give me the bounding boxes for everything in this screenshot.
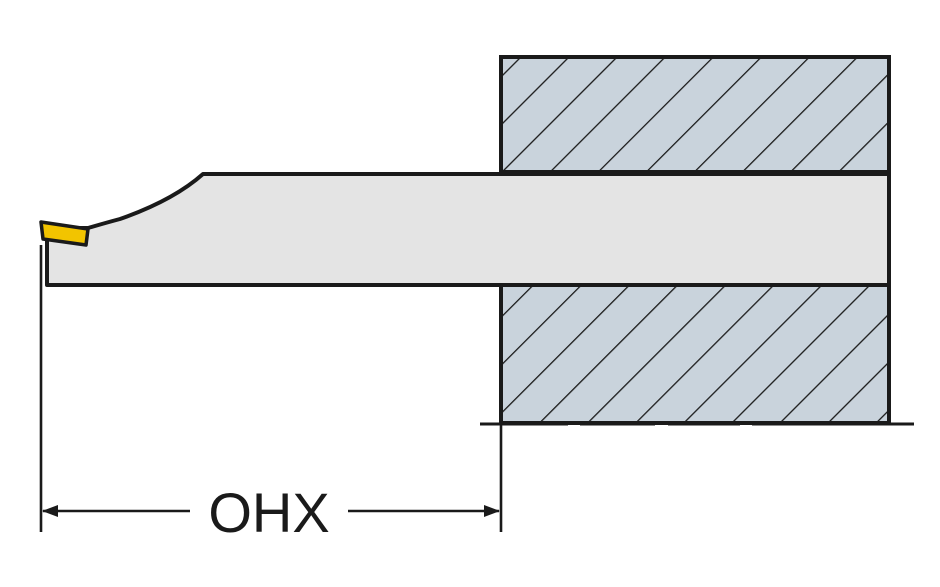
boring-bar <box>45 172 891 287</box>
holder-lower-section <box>499 283 891 425</box>
holder-upper-section <box>499 55 891 174</box>
dimension-label: OHX <box>208 481 329 544</box>
cutting-insert <box>39 220 90 247</box>
